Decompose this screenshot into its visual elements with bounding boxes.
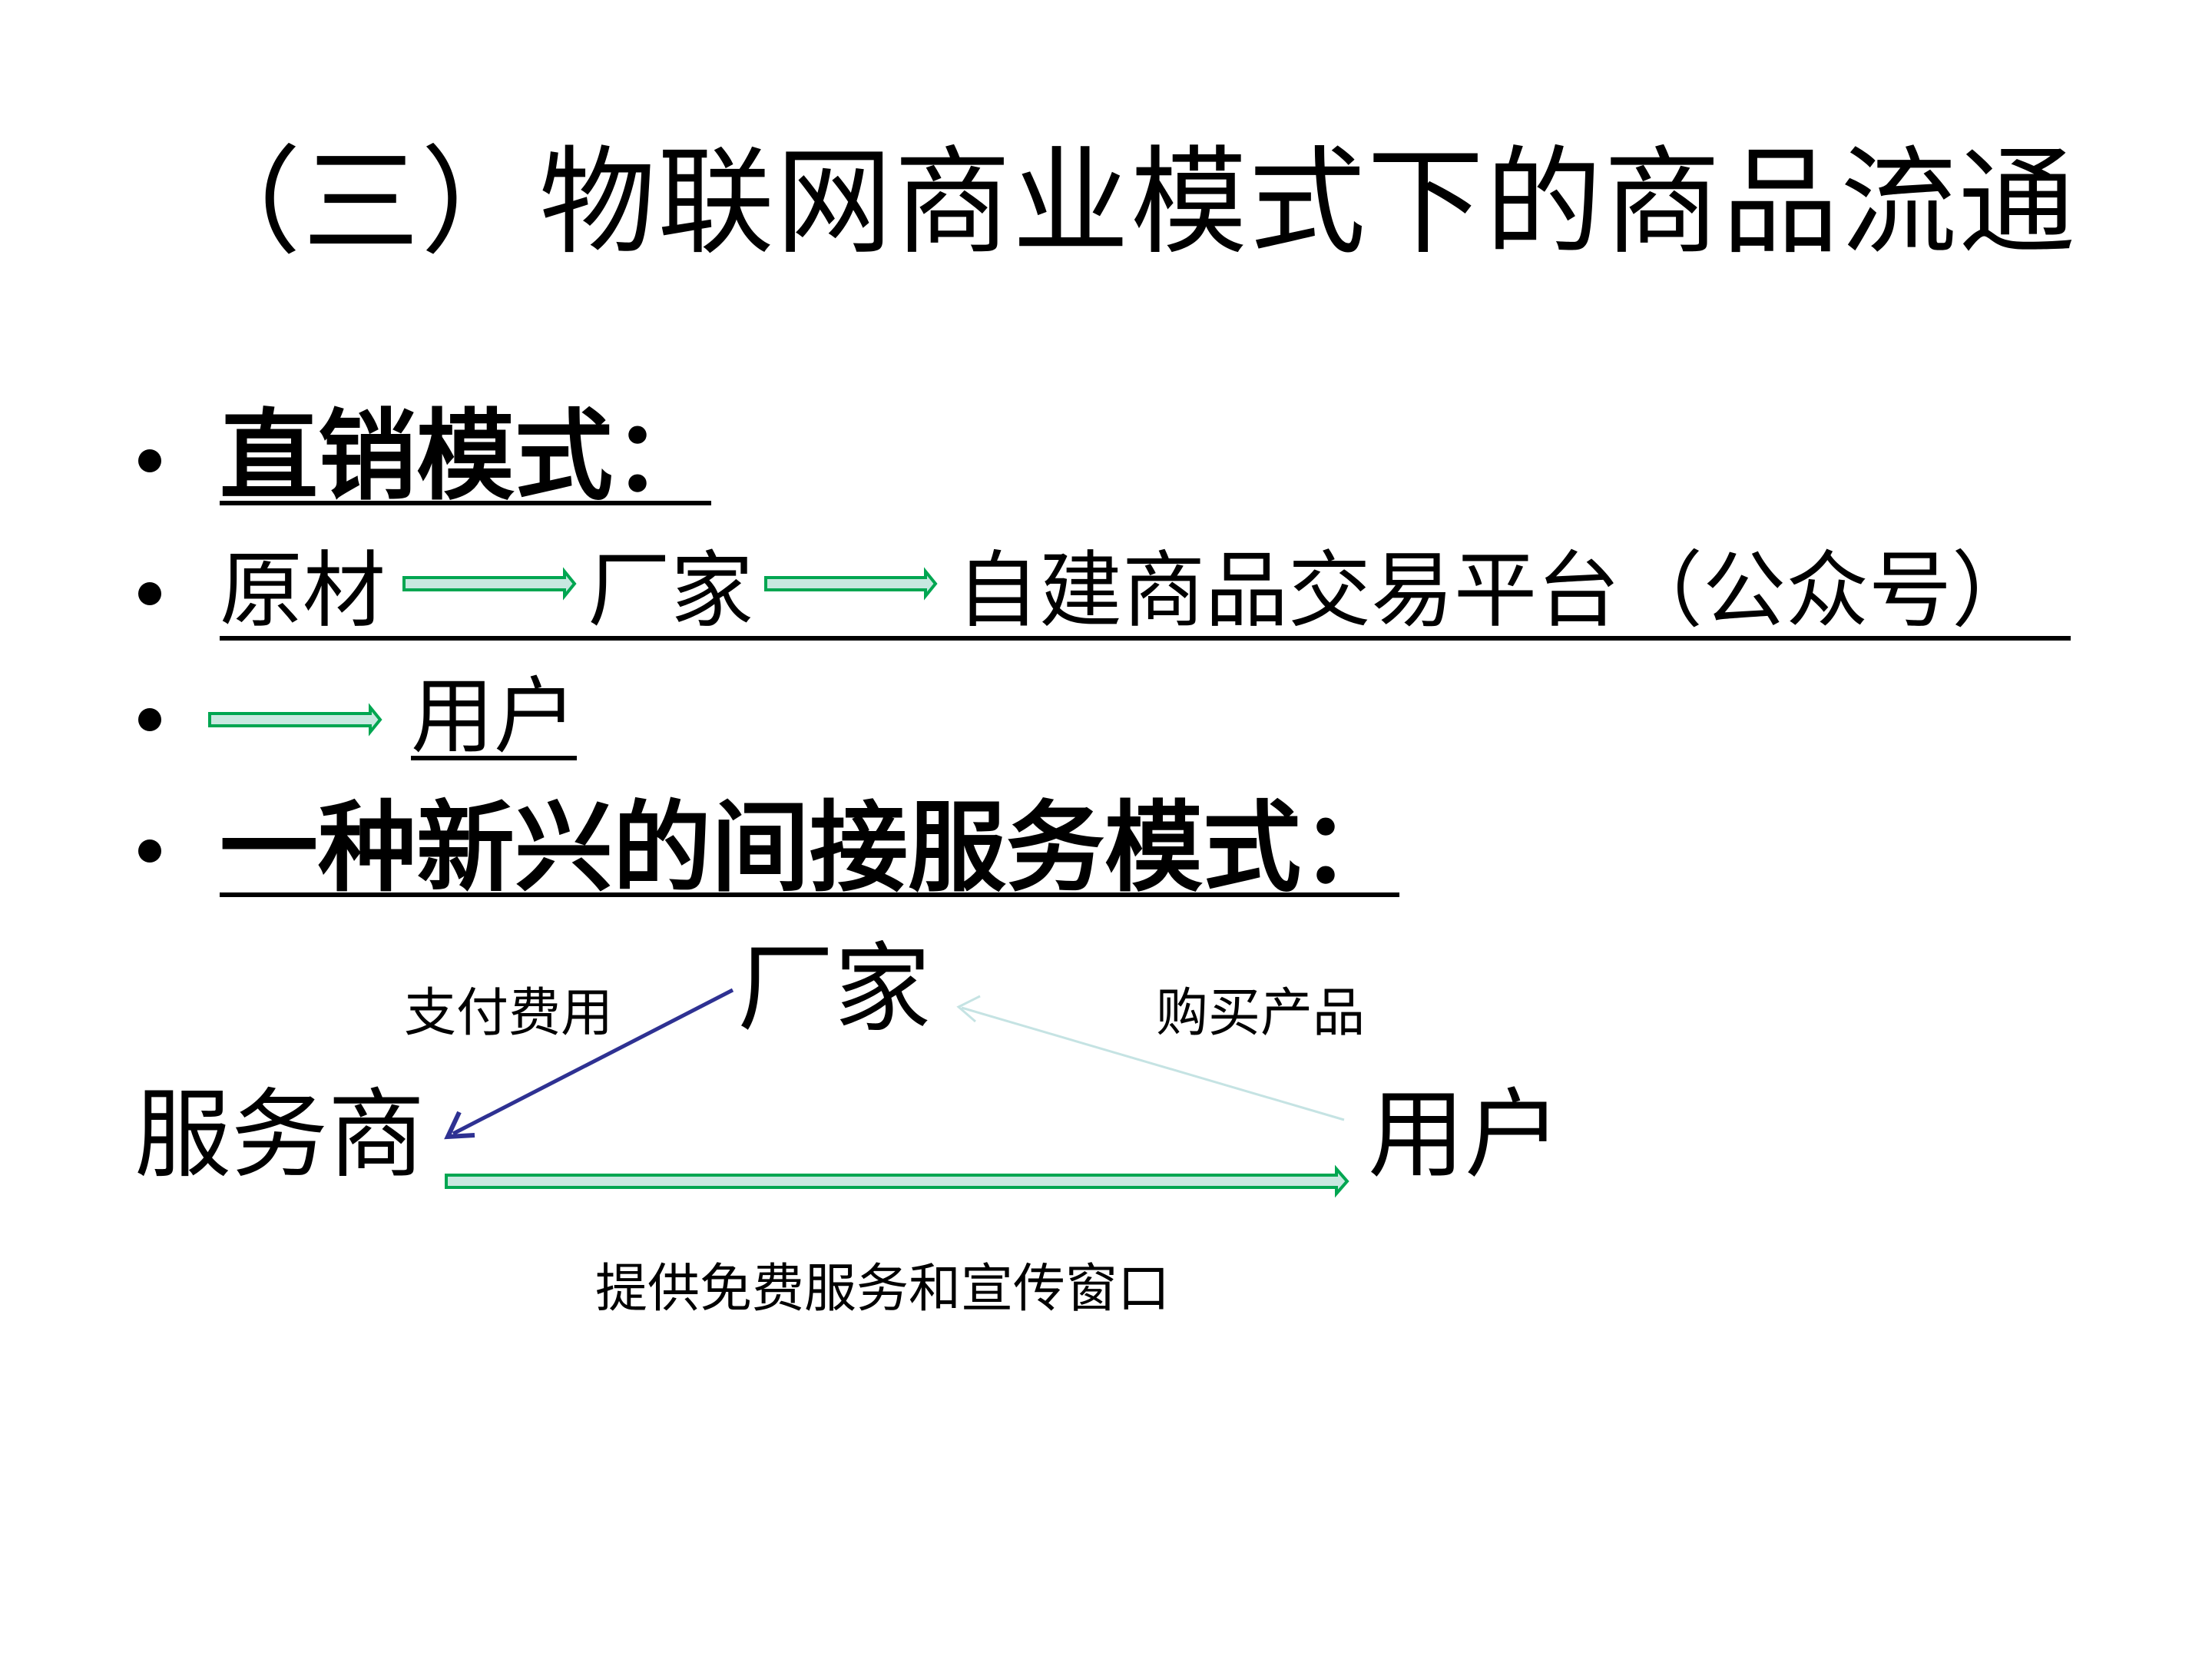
- diagram-user: 用户: [1368, 1078, 1561, 1191]
- chain-user: 用户: [411, 669, 578, 765]
- pay-fee-label: 支付费用: [404, 983, 614, 1044]
- chain-underline: [220, 636, 2071, 641]
- diagram-manufacturer: 厂家: [737, 932, 931, 1045]
- direct-sales-heading: 直销模式：: [220, 399, 712, 514]
- chain-raw-material: 原材: [220, 543, 386, 639]
- slide-title: （三）物联网商业模式下的商品流通: [184, 134, 2077, 270]
- green-arrow-icon: [402, 567, 577, 601]
- chain-platform: 自建商品交易平台（公众号）: [956, 543, 2035, 639]
- free-service-label: 提供免费服务和宣传窗口: [595, 1259, 1171, 1320]
- bullet-dot: [138, 708, 161, 731]
- diagram-service-provider: 服务商: [134, 1078, 425, 1191]
- free-service-arrow-icon: [445, 1164, 1349, 1198]
- indirect-service-heading: 一种新兴的间接服务模式：: [220, 790, 1400, 906]
- bullet-dot: [138, 582, 161, 605]
- buy-product-label: 购买产品: [1156, 983, 1366, 1044]
- chain-manufacturer: 厂家: [588, 543, 754, 639]
- green-arrow-icon: [208, 703, 382, 737]
- bullet-dot: [138, 839, 161, 863]
- green-arrow-icon: [764, 567, 938, 601]
- bullet-dot: [138, 449, 161, 472]
